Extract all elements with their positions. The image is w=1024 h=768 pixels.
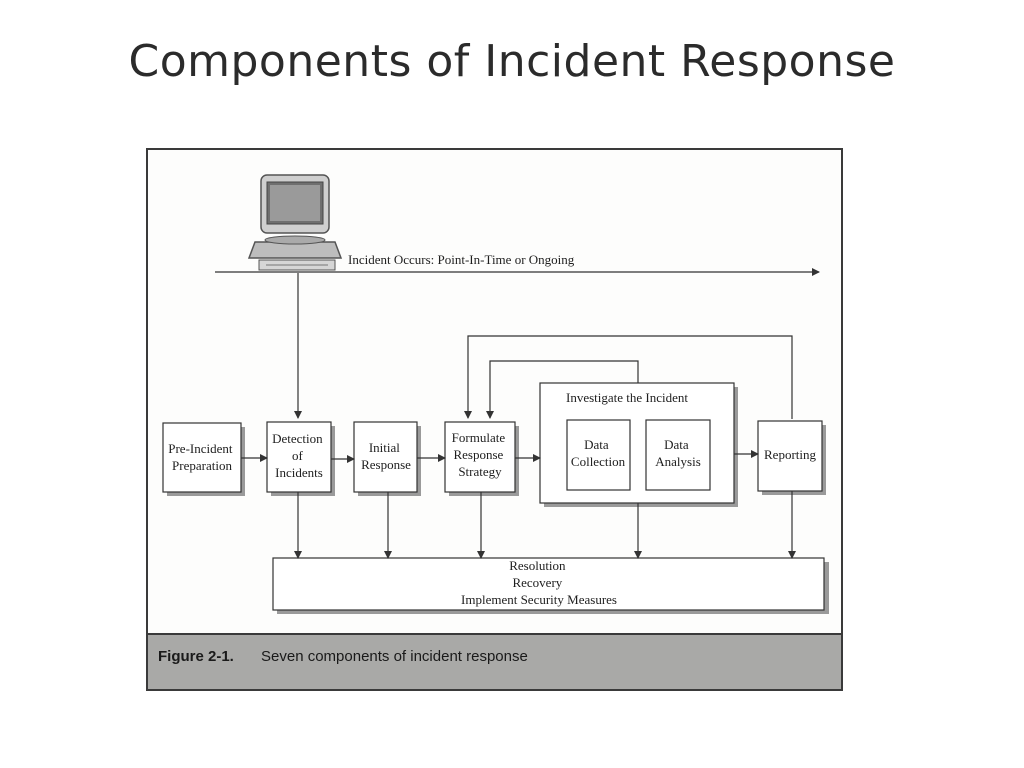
svg-text:Investigate the Incident: Investigate the Incident bbox=[566, 390, 688, 405]
incident-banner: Incident Occurs: Point-In-Time or Ongoin… bbox=[348, 252, 575, 267]
svg-text:Data Analysis: Data Analysis bbox=[655, 437, 701, 469]
svg-text:Resolution Recovery: Resolution Recovery Implement Security M… bbox=[461, 558, 617, 607]
feedback-investigate-formulate bbox=[486, 360, 639, 419]
computer-icon bbox=[247, 174, 343, 271]
node-formulate-response-strategy: Formulate Response Strategy bbox=[444, 421, 516, 493]
svg-text:Initial Response: Initial Response bbox=[361, 440, 411, 472]
figure-caption-label: Figure 2-1. bbox=[158, 648, 234, 665]
figure-frame: Incident Occurs: Point-In-Time or Ongoin… bbox=[146, 148, 843, 691]
feedback-reporting-formulate bbox=[464, 335, 793, 419]
svg-text:Pre-Incident Prepara: Pre-Incident Preparation bbox=[168, 441, 236, 473]
svg-text:Formulate Response: Formulate Response Strategy bbox=[452, 430, 509, 479]
svg-text:Detection of: Detection of Incidents bbox=[272, 431, 326, 480]
flow-diagram: Incident Occurs: Point-In-Time or Ongoin… bbox=[162, 174, 829, 614]
node-reporting: Reporting bbox=[757, 420, 823, 492]
node-detection-of-incidents: Detection of Incidents bbox=[266, 421, 332, 493]
node-resolution-recovery: Resolution Recovery Implement Security M… bbox=[272, 557, 825, 611]
slide-title: Components of Incident Response bbox=[128, 36, 896, 87]
figure-caption-text: Seven components of incident response bbox=[261, 648, 528, 665]
node-data-analysis: Data Analysis bbox=[645, 419, 711, 491]
node-data-collection: Data Collection bbox=[566, 419, 631, 491]
figure-caption: Figure 2-1. Seven components of incident… bbox=[148, 633, 841, 689]
node-initial-response: Initial Response bbox=[353, 421, 418, 493]
svg-text:Data Collection: Data Collection bbox=[571, 437, 626, 469]
svg-text:Reporting: Reporting bbox=[764, 447, 816, 462]
node-pre-incident-preparation: Pre-Incident Preparation bbox=[162, 422, 242, 493]
